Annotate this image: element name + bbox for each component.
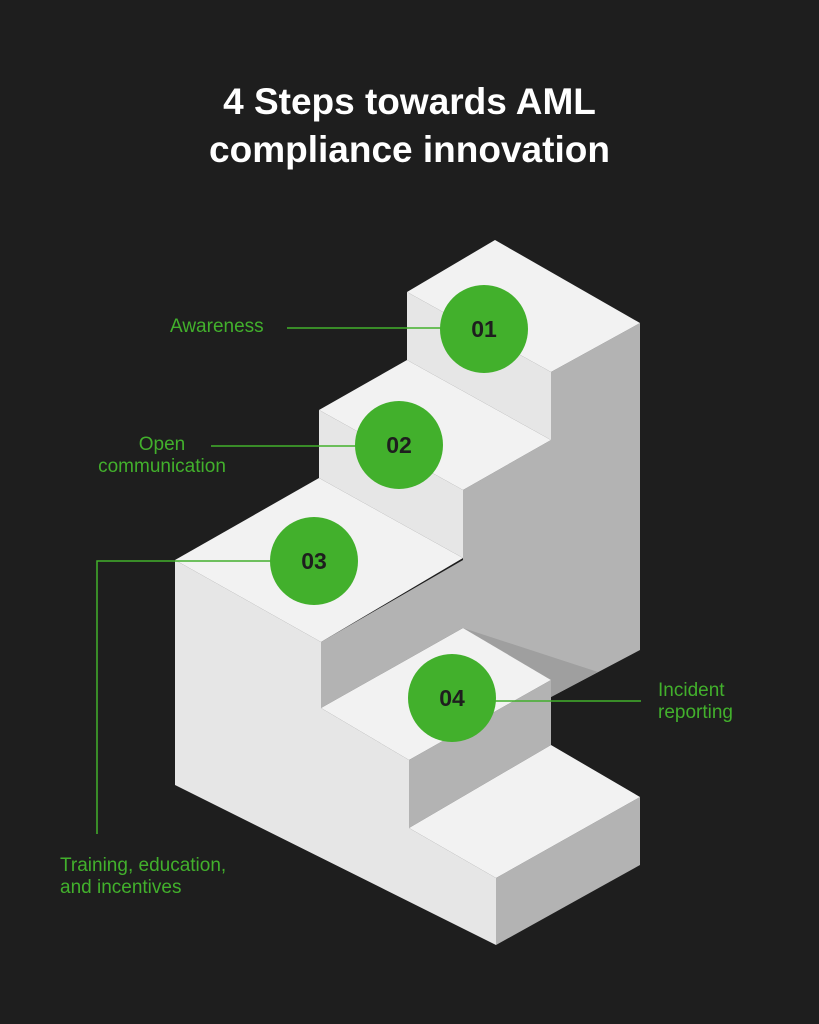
marker-circle	[440, 285, 528, 373]
marker-circle	[270, 517, 358, 605]
step-number: 03	[301, 548, 327, 574]
top-bottom	[409, 745, 640, 878]
label-line: Open	[138, 434, 186, 455]
front-face-main	[175, 560, 496, 945]
label-line: and incentives	[60, 877, 182, 898]
label-line: communication	[98, 456, 226, 477]
label-line: reporting	[658, 702, 733, 723]
shadow	[463, 628, 598, 697]
side-face-main	[321, 323, 640, 708]
label-training: Training, education, and incentives	[60, 855, 226, 899]
side-face-step4	[409, 680, 551, 828]
title-line-1: 4 Steps towards AML	[223, 81, 596, 122]
label-open-communication: Open communication	[80, 434, 244, 478]
step-marker-01: 01	[440, 285, 528, 373]
step-number: 02	[386, 432, 412, 458]
connector-03	[96, 560, 275, 834]
title-line-2: compliance innovation	[209, 129, 610, 170]
side-face-bottom	[496, 797, 640, 945]
page-title: 4 Steps towards AML compliance innovatio…	[0, 78, 819, 174]
stairs	[175, 240, 640, 945]
step-marker-03: 03	[270, 517, 358, 605]
step-marker-02: 02	[355, 401, 443, 489]
marker-circle	[408, 654, 496, 742]
marker-circle	[355, 401, 443, 489]
top-step1	[407, 240, 640, 372]
step-number: 01	[471, 316, 497, 342]
label-line: Training, education,	[60, 855, 227, 876]
step-number: 04	[439, 685, 465, 711]
label-awareness: Awareness	[170, 316, 264, 337]
label-incident-reporting: Incident reporting	[658, 680, 733, 724]
connector-lines	[96, 327, 641, 834]
step-marker-04: 04	[408, 654, 496, 742]
label-line: Incident	[658, 680, 725, 701]
